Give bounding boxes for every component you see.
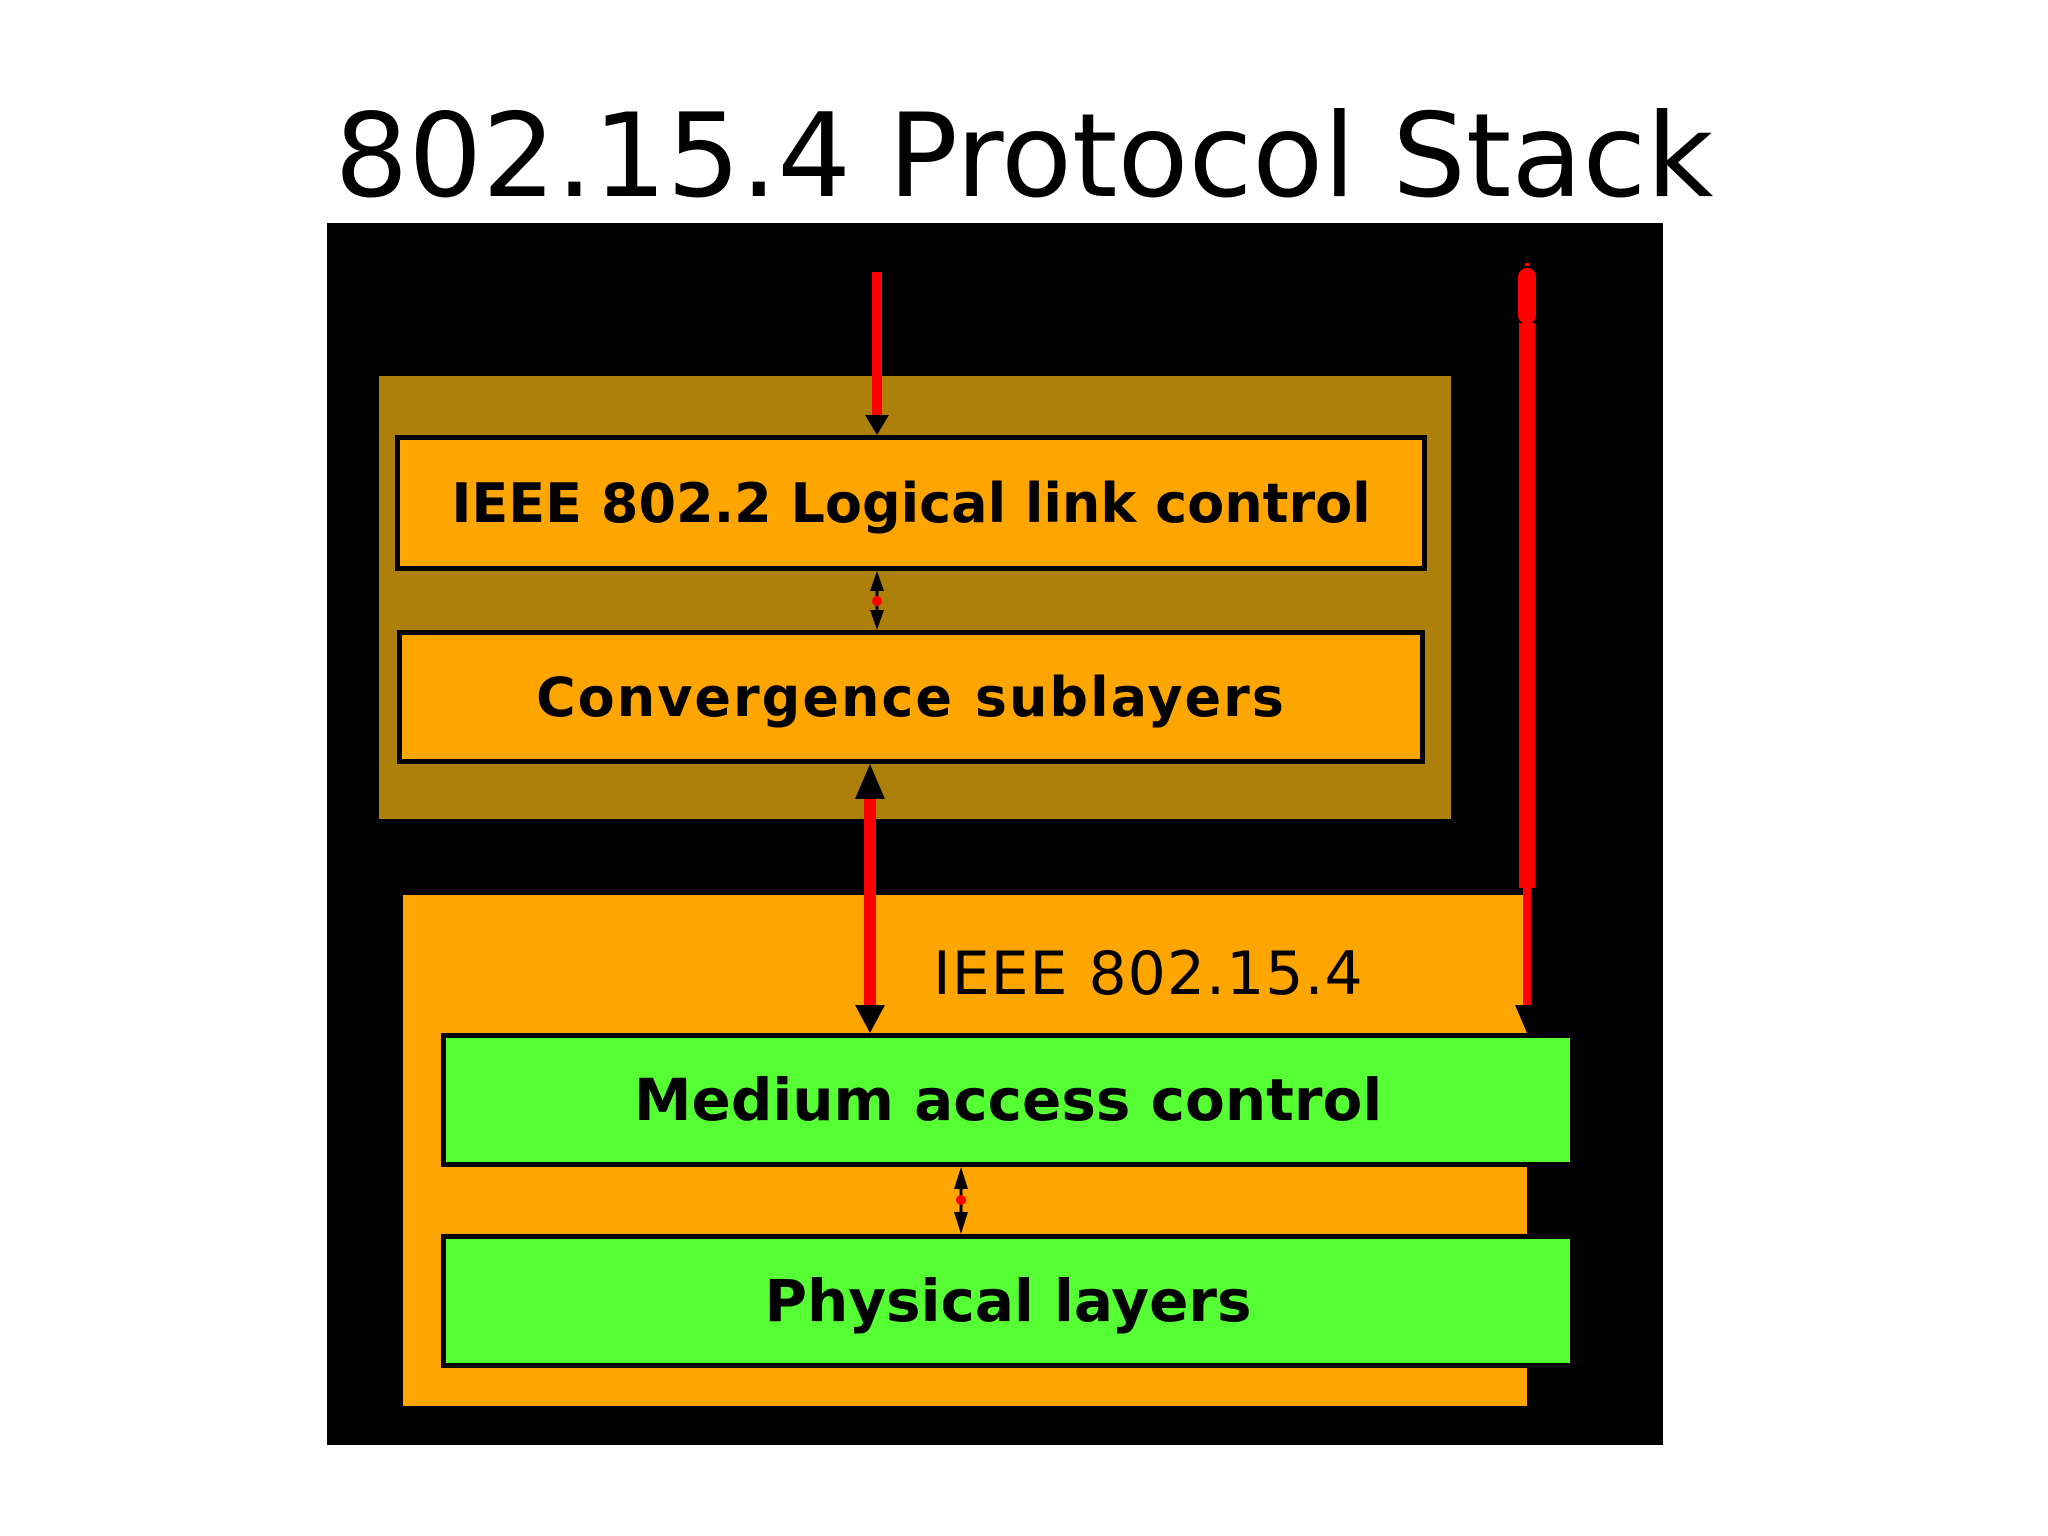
mac-layer-label: Medium access control xyxy=(633,1066,1383,1134)
phy-layer-box: Physical layers xyxy=(441,1234,1575,1368)
llc-layer-box: IEEE 802.2 Logical link control xyxy=(395,435,1427,571)
arrow-mac-phy xyxy=(954,1167,968,1234)
arrow-llc-convergence xyxy=(870,571,884,630)
mac-layer-box: Medium access control xyxy=(441,1033,1575,1167)
llc-layer-label: IEEE 802.2 Logical link control xyxy=(451,471,1371,535)
phy-layer-label: Physical layers xyxy=(764,1267,1252,1335)
arrow-down-to-mac-right xyxy=(1515,263,1539,1033)
convergence-layer-label: Convergence sublayers xyxy=(536,665,1286,729)
arrow-convergence-mac xyxy=(855,764,885,1033)
protocol-stack-diagram: IEEE 802.2 Logical link control Converge… xyxy=(327,223,1663,1445)
slide-title: 802.15.4 Protocol Stack xyxy=(334,89,1714,224)
arrow-down-to-llc xyxy=(865,272,889,435)
arrows-layer xyxy=(855,263,1539,1234)
convergence-layer-box: Convergence sublayers xyxy=(397,630,1425,764)
ieee-802-15-4-label: IEEE 802.15.4 xyxy=(933,939,1364,1009)
